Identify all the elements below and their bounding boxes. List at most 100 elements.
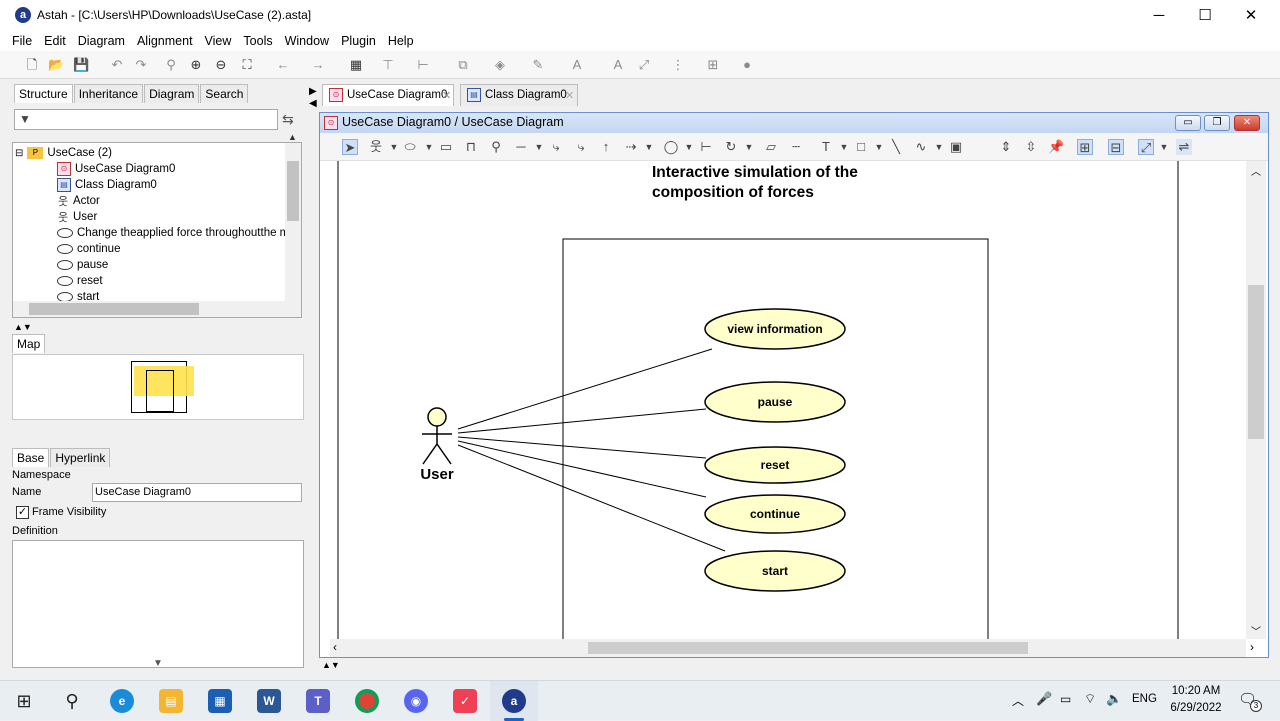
menu-alignment[interactable]: Alignment (136, 34, 193, 48)
align-left-icon[interactable]: ⊢ (417, 57, 429, 72)
map-viewport-highlight[interactable] (134, 366, 194, 396)
map-view[interactable] (12, 354, 304, 420)
word-taskbar-button[interactable]: W (245, 681, 293, 721)
clock-time[interactable]: 10:20 AM (1171, 685, 1221, 697)
pin-icon[interactable]: 📌 (1048, 139, 1065, 154)
zoom-box-icon[interactable]: ⊞ (1077, 139, 1093, 155)
zoom-out-icon[interactable]: ⊖ (215, 57, 227, 72)
layout-icon[interactable]: ⊞ (707, 57, 719, 72)
editor-tab-class-diagram0[interactable]: ▤ Class Diagram0 ✕ (460, 84, 578, 106)
scroll-thumb[interactable] (287, 161, 299, 221)
wifi-icon[interactable]: ⌔ (1084, 691, 1097, 706)
actor-user[interactable] (422, 407, 452, 465)
menu-file[interactable]: File (12, 34, 33, 48)
usecase-reset[interactable] (704, 446, 846, 484)
canvas-horizontal-scrollbar[interactable]: ‹ › (330, 639, 1254, 657)
freehand-tool-icon[interactable]: ∿ (915, 139, 927, 154)
forward-arrow-icon[interactable]: → (311, 57, 325, 72)
extend-tool-icon[interactable]: ⤷ (552, 139, 560, 154)
splitter-right-icon[interactable]: ▶ (309, 86, 317, 97)
scroll-down-icon[interactable]: ﹀ (1251, 627, 1261, 638)
split-arrows-icon[interactable]: ▲▼ (322, 660, 340, 670)
pin-tool-icon[interactable]: ⚲ (491, 139, 501, 154)
dropdown-icon[interactable]: ▼ (684, 142, 694, 152)
properties-icon[interactable]: ▦ (349, 57, 363, 72)
language-indicator[interactable]: ENG (1132, 693, 1157, 705)
vertical-spacing-icon[interactable]: ⇕ (1000, 139, 1012, 154)
clock-date[interactable]: 6/29/2022 (1170, 702, 1222, 714)
back-arrow-icon[interactable]: ← (276, 57, 290, 72)
collapse-up-icon[interactable]: ▲ (288, 132, 297, 142)
expand-down-icon[interactable]: ▼ (153, 658, 163, 669)
tab-search[interactable]: Search (200, 84, 249, 103)
open-folder-icon[interactable]: 📂 (48, 57, 65, 72)
image-tool-icon[interactable]: ▣ (949, 139, 963, 154)
system-boundary-icon[interactable]: ▭ (439, 139, 453, 154)
frame-visibility-checkbox[interactable]: ✓ (16, 506, 29, 519)
dropdown-icon[interactable]: ▼ (839, 142, 849, 152)
menu-diagram[interactable]: Diagram (77, 34, 125, 48)
canvas-vertical-scrollbar[interactable]: ︿ ﹀ (1246, 161, 1266, 639)
layout-options-icon[interactable]: ⇌ (1176, 139, 1192, 155)
zoom-in-icon[interactable]: ⊕ (190, 57, 202, 72)
tree-item-usecase-diagram0[interactable]: ⊙ UseCase Diagram0 (57, 161, 175, 177)
dropdown-icon[interactable]: ▼ (389, 142, 399, 152)
package-tool-icon[interactable]: ⊓ (465, 139, 477, 154)
tree-item-reset[interactable]: reset (57, 273, 103, 289)
association-line[interactable] (457, 436, 707, 459)
split-arrows-icon[interactable]: ▲▼ (14, 322, 32, 332)
tab-base[interactable]: Base (12, 448, 50, 467)
search-button[interactable]: ⚲ (48, 681, 96, 721)
tray-expand-icon[interactable]: ︿ (1012, 694, 1025, 708)
sync-icon[interactable]: ⇆ (282, 111, 294, 127)
close-tab-icon[interactable]: ✕ (565, 90, 575, 102)
interface-tool-icon[interactable]: ◯ (663, 139, 679, 154)
tree-item-user[interactable]: 웃 User (57, 209, 97, 225)
frame-toggle-icon[interactable]: ⊟ (1108, 139, 1124, 155)
tab-structure[interactable]: Structure (14, 84, 73, 103)
splitter-left-icon[interactable]: ◀ (309, 98, 317, 109)
menu-view[interactable]: View (204, 34, 232, 48)
redo-icon[interactable]: ↷ (135, 57, 147, 72)
note-anchor-icon[interactable]: ┄ (792, 139, 800, 154)
association-line[interactable] (457, 348, 713, 430)
usecase-view-information[interactable] (704, 308, 846, 350)
chrome-taskbar-button[interactable] (343, 681, 391, 721)
font-size-icon[interactable]: A (613, 57, 623, 72)
line-routing-icon[interactable]: ⤢ (1138, 139, 1154, 155)
file-explorer-taskbar-button[interactable]: ▤ (147, 681, 195, 721)
dropdown-icon[interactable]: ▼ (744, 142, 754, 152)
inner-minimize-button[interactable]: ▭ (1175, 115, 1201, 131)
association-line[interactable] (457, 440, 707, 498)
notifications-button[interactable]: 🗨 3 (1238, 690, 1262, 712)
scroll-thumb[interactable] (29, 303, 199, 315)
menu-plugin[interactable]: Plugin (341, 34, 376, 48)
menu-window[interactable]: Window (284, 34, 330, 48)
tree-item-change-force[interactable]: Change theapplied force throughoutthe mo (57, 225, 296, 241)
filter-input[interactable]: ▼ (14, 109, 278, 130)
microphone-icon[interactable]: 🎤 (1036, 691, 1053, 706)
dropdown-icon[interactable]: ▼ (874, 142, 884, 152)
distribute-icon[interactable]: ⋮ (671, 57, 685, 72)
inner-close-button[interactable]: ✕ (1234, 115, 1260, 131)
usecase-tool-icon[interactable]: ⬭ (404, 139, 416, 154)
editor-tab-usecase-diagram0[interactable]: ⊙ UseCase Diagram0 ✕ (322, 84, 454, 106)
scroll-thumb[interactable] (588, 642, 1028, 654)
font-color-icon[interactable]: A (572, 57, 582, 72)
diagram-canvas[interactable]: Interactive simulation of the compositio… (330, 161, 1246, 639)
close-tab-icon[interactable]: ✕ (442, 90, 452, 102)
scroll-thumb[interactable] (1248, 285, 1264, 439)
dropdown-icon[interactable]: ▼ (1159, 142, 1169, 152)
definition-textarea[interactable] (12, 540, 304, 668)
menu-edit[interactable]: Edit (44, 34, 66, 48)
line-tool-icon[interactable]: ╲ (892, 139, 900, 154)
name-field[interactable]: UseCase Diagram0 (92, 483, 302, 502)
scroll-right-icon[interactable]: › (1250, 640, 1254, 654)
menu-help[interactable]: Help (387, 34, 414, 48)
scroll-up-icon[interactable]: ︿ (1251, 167, 1261, 178)
teams-taskbar-button[interactable]: T (294, 681, 342, 721)
tab-hyperlink[interactable]: Hyperlink (50, 448, 111, 467)
rectangle-tool-icon[interactable]: □ (857, 139, 865, 154)
tab-map[interactable]: Map (12, 334, 46, 353)
dropdown-icon[interactable]: ▼ (934, 142, 944, 152)
